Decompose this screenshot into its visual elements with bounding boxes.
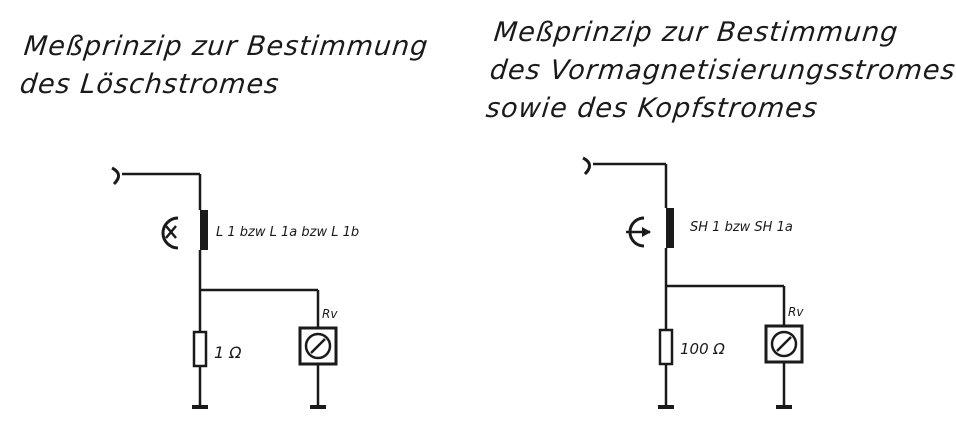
left-resistor-icon bbox=[192, 330, 208, 368]
left-input-terminal-icon bbox=[111, 166, 120, 186]
right-input-terminal-icon bbox=[582, 156, 591, 176]
left-coil-label: L 1 bzw L 1a bzw L 1b bbox=[216, 225, 359, 240]
right-coil-label: SH 1 bzw SH 1a bbox=[690, 220, 793, 235]
right-meter-icon bbox=[764, 324, 804, 364]
left-coil-core-icon bbox=[200, 210, 208, 250]
right-coil-core-icon bbox=[666, 208, 674, 248]
left-circuit: L 1 bzw L 1a bzw L 1b 1 Ω Rv bbox=[111, 166, 359, 409]
left-resistor-label: 1 Ω bbox=[214, 343, 242, 362]
left-meter-icon bbox=[298, 326, 338, 366]
right-head-arrow-icon bbox=[626, 216, 651, 248]
right-resistor-icon bbox=[658, 328, 674, 366]
right-resistor-label: 100 Ω bbox=[680, 340, 725, 358]
right-circuit: SH 1 bzw SH 1a 100 Ω Rv bbox=[582, 156, 804, 409]
left-meter-label: Rv bbox=[322, 307, 338, 321]
right-meter-label: Rv bbox=[788, 305, 804, 319]
left-indicator-x-icon bbox=[161, 216, 179, 250]
